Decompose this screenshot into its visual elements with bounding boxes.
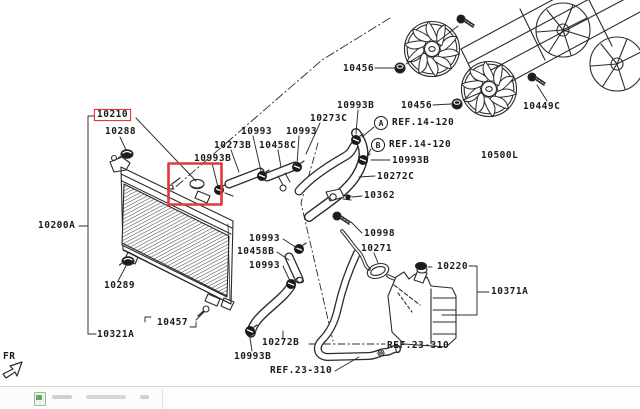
- leader-lines: [78, 25, 548, 372]
- clamp-rings: [244, 133, 371, 337]
- highlight-box: [167, 162, 223, 206]
- download-item[interactable]: [0, 387, 162, 409]
- fitting-10362: [325, 188, 352, 202]
- fan-wheel-drawing-1: [404, 21, 459, 76]
- cap-10289: [118, 256, 135, 266]
- overflow-tank-drawing: [387, 261, 457, 348]
- download-item-divider: [162, 389, 163, 409]
- centerlines: [170, 17, 391, 345]
- cap-10288: [117, 149, 134, 159]
- nut-10456-2: [451, 98, 463, 110]
- spreadsheet-file-icon: [34, 392, 46, 406]
- radiator-drawing: [109, 154, 235, 317]
- truncated-filename-text: [52, 395, 72, 399]
- bolt-10998: [332, 211, 351, 225]
- hoses-drawing: [224, 128, 401, 361]
- front-direction-arrow: [2, 361, 23, 379]
- fan-wheel-drawing-2: [461, 61, 516, 116]
- bolt-10449c: [527, 72, 546, 86]
- download-shelf: [0, 386, 640, 409]
- nut-10456-1: [394, 62, 406, 74]
- bolt-top: [456, 14, 475, 28]
